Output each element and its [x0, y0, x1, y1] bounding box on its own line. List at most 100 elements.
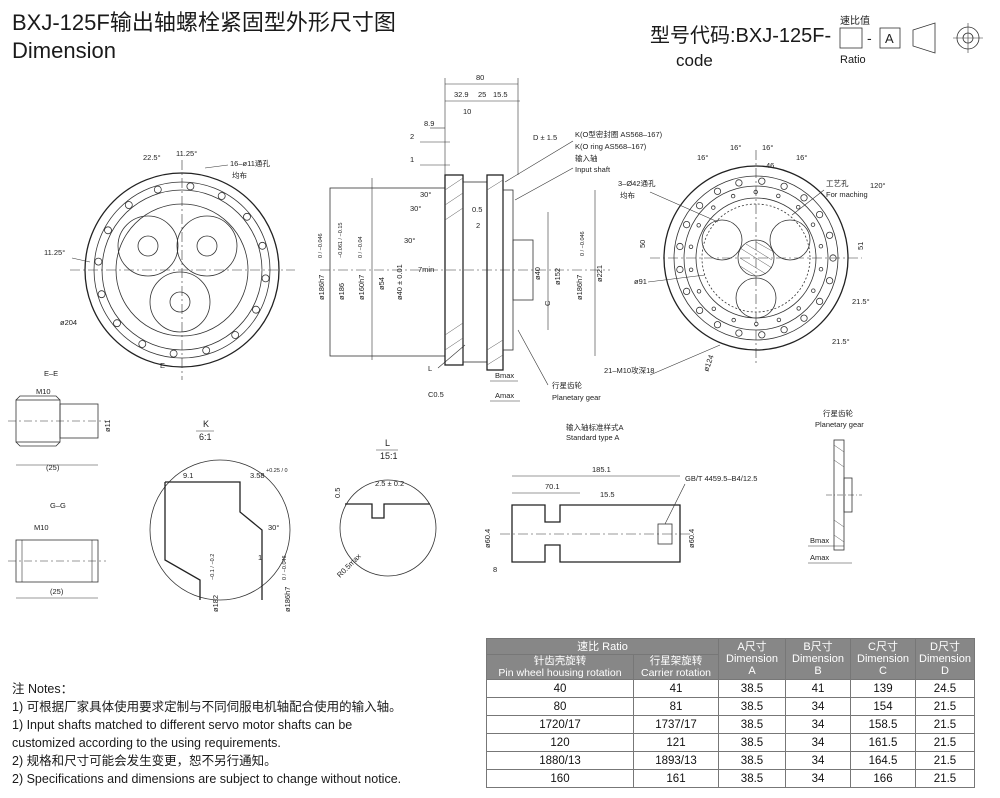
sv-bottom-3: Amax — [495, 391, 514, 400]
bolt-hole — [153, 185, 162, 194]
sv-dia-left-0: ø186h7 — [317, 275, 326, 300]
table-cell: 158.5 — [850, 715, 916, 734]
code-dash: - — [867, 30, 872, 46]
table-cell: 164.5 — [850, 751, 916, 770]
sv-callout-3: Input shaft — [575, 165, 611, 174]
table-cell: 160 — [486, 769, 634, 788]
table-header-b: B尺寸 Dimension B — [785, 638, 851, 680]
bolt-hole — [800, 314, 808, 322]
bolt-hole — [811, 288, 816, 293]
note-line: 1) 可根据厂家具体使用要求定制与不同伺服电机轴配合使用的输入轴。 — [12, 700, 402, 714]
model-code-en: code — [676, 51, 713, 70]
table-cell: 154 — [850, 697, 916, 716]
l-letter: L — [385, 438, 390, 448]
sv-dia-left-1: ø186 — [337, 283, 346, 300]
sv-bottom-0: L — [428, 364, 432, 373]
sv-dia-left-3: ø54 — [377, 277, 386, 290]
bolt-hole — [758, 177, 766, 185]
table-header-a: A尺寸 Dimension A — [718, 638, 786, 680]
table-cell: 34 — [785, 715, 851, 734]
sv-angle-0: 30° — [420, 190, 431, 199]
col-a-letter: A — [748, 665, 756, 677]
table-cell: 1737/17 — [633, 715, 719, 734]
sv-dia-left-tol-1: −0.061 / −0.15 — [338, 223, 344, 258]
gear-label-0: Bmax — [810, 536, 829, 545]
bolt-hole — [676, 265, 684, 274]
sv-top-6: 2 — [410, 132, 414, 141]
sv-top-8: D ± 1.5 — [533, 133, 557, 142]
bolt-hole — [776, 317, 782, 323]
rv-label-1: 16° — [730, 143, 741, 152]
sv-top-3: 15.5 — [493, 90, 508, 99]
table-cell: 1880/13 — [486, 751, 634, 770]
detail-l: L 15:1 0.5 2.5 ± 0.2 R0.5max — [333, 438, 437, 579]
bolt-hole — [104, 226, 112, 235]
col-pin-en: Pin wheel housing rotation — [498, 667, 622, 679]
shaft-label-5: ø60.4 — [687, 529, 696, 548]
rv-label-6: 均布 — [620, 190, 635, 200]
table-cell: 80 — [486, 697, 634, 716]
sv-top-7: 1 — [410, 155, 414, 164]
table-cell: 161.5 — [850, 733, 916, 752]
bolt-hole — [829, 254, 837, 262]
shaft-caption-cn: 输入轴标准样式A — [566, 422, 624, 432]
detail-k: K 6:1 9.1 3.58 +0.25 / 0 30° 1 ø182 −0.1… — [149, 419, 292, 612]
table-cell: 41 — [785, 679, 851, 698]
bolt-hole — [818, 243, 824, 249]
sv-callout-0: K(O型密封圈 AS568–167) — [575, 129, 663, 139]
bolt-hole — [711, 205, 716, 210]
col-d-cn: D尺寸 — [930, 641, 960, 653]
sv-angle-2: 30° — [404, 236, 415, 245]
gg-label-0: M10 — [34, 523, 49, 532]
ee-label-2: (25) — [46, 463, 60, 472]
sv-callout-2: 输入轴 — [575, 153, 598, 163]
bolt-hole — [810, 222, 816, 227]
k-label-5: ø182 — [211, 595, 220, 612]
sv-bottom-5: 行星齿轮 — [552, 380, 582, 390]
table-cell: 34 — [785, 733, 851, 752]
k-scale: 6:1 — [199, 432, 212, 442]
ee-label-0: M10 — [36, 387, 51, 396]
rv-label-16: ø124 — [701, 354, 715, 373]
bolt-hole — [682, 287, 691, 295]
rv-label-12: ø91 — [634, 277, 647, 286]
col-c-letter: C — [879, 665, 887, 677]
rv-label-9: 120° — [870, 181, 886, 190]
table-cell: 139 — [850, 679, 916, 698]
bolt-hole — [186, 182, 195, 191]
bolt-hole — [713, 187, 722, 195]
k-label-6: −0.1 / −0.2 — [210, 554, 216, 580]
detail-ee: E–E M10 ø11 (25) — [8, 369, 112, 472]
note-line: 2) Specifications and dimensions are sub… — [12, 772, 402, 786]
sv-top-0: 80 — [476, 73, 484, 82]
sv-bottom-1: C0.5 — [428, 390, 444, 399]
col-d-en: Dimension — [919, 653, 971, 665]
rv-label-3: 16° — [796, 153, 807, 162]
gg-title: G–G — [50, 501, 66, 510]
gear-label-1: Amax — [810, 553, 829, 562]
model-code-symbols: - A — [839, 22, 983, 54]
table-cell: 34 — [785, 697, 851, 716]
bolt-hole — [796, 306, 801, 311]
front-view: 22.5° 11.25° 16–ø11通孔 均布 11.25° ø204 E — [44, 149, 295, 380]
col-d-letter: D — [941, 665, 949, 677]
bolt-hole — [815, 297, 824, 305]
detail-gg: G–G M10 (25) — [8, 501, 106, 599]
table-cell: 166 — [850, 769, 916, 788]
col-c-cn: C尺寸 — [868, 641, 898, 653]
ratio-spec-table: 速比 Ratio A尺寸 Dimension A B尺寸 Dimension B… — [486, 638, 975, 788]
col-a-cn: A尺寸 — [737, 641, 767, 653]
rv-label-8: For maching — [826, 190, 868, 199]
bolt-hole — [825, 231, 834, 239]
bolt-hole — [753, 189, 758, 195]
notes-heading: 注 Notes： — [12, 682, 74, 696]
k-letter: K — [203, 419, 209, 429]
sv-dia-left-2: ø160h7 — [357, 275, 366, 300]
table-cell: 38.5 — [718, 751, 786, 770]
table-cell: 34 — [785, 769, 851, 788]
shaft-caption-en: Standard type A — [566, 433, 619, 442]
